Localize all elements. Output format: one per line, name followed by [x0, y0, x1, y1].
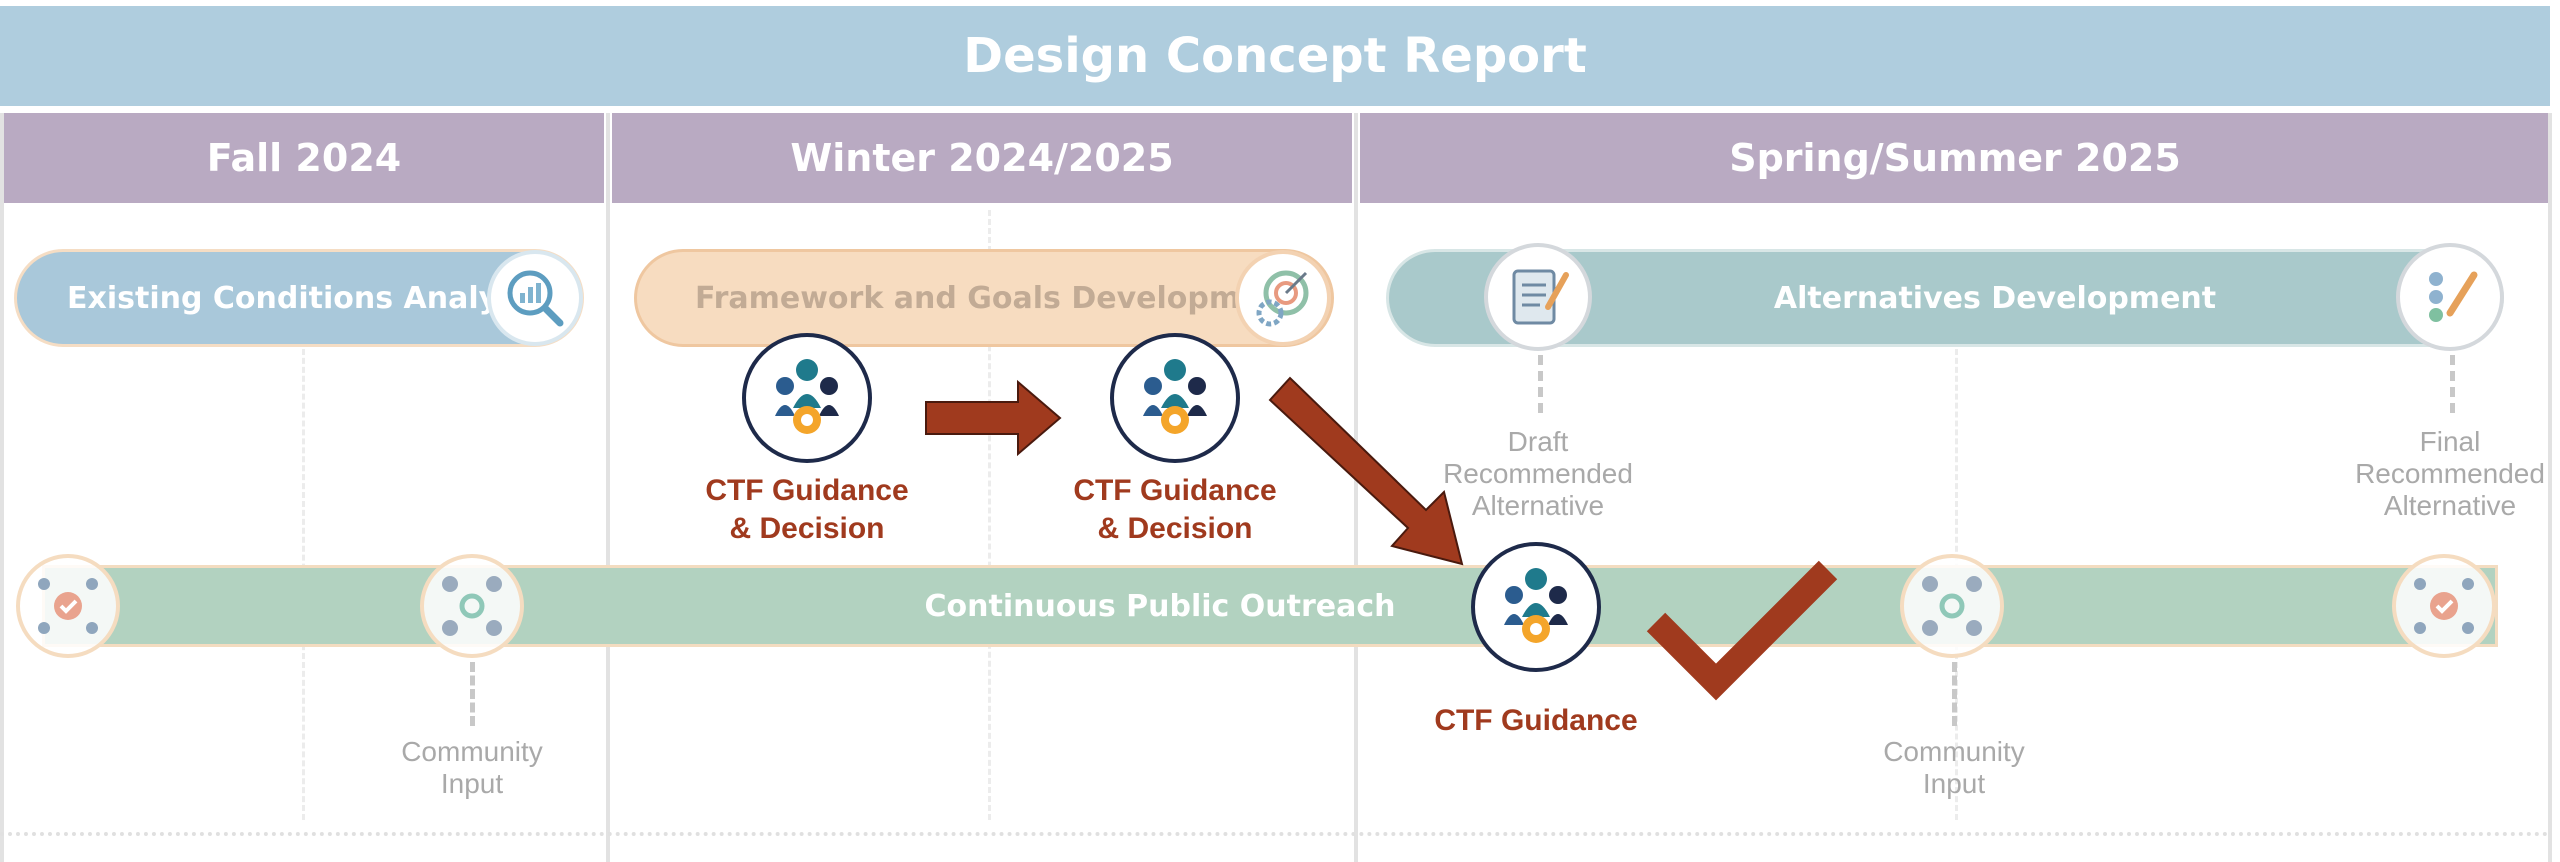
season-winter-2024-2025: Winter 2024/2025	[612, 113, 1352, 203]
ctf-guidance-decision-label: CTF Guidance & Decision	[1073, 474, 1277, 545]
checklist-pencil-icon	[1484, 243, 1592, 351]
milestone-connector	[1952, 662, 1957, 726]
phase-existing-conditions: Existing Conditions Analysis	[14, 249, 584, 347]
diagonal-arrow-icon	[1268, 376, 1464, 566]
team-gear-icon	[742, 333, 872, 463]
column-divider	[606, 113, 610, 862]
right-arrow-icon	[925, 379, 1062, 457]
milestone-connector	[1538, 355, 1543, 413]
milestone-draft-recommended: Draft Recommended Alternative	[1443, 426, 1633, 521]
analysis-magnifier-icon	[487, 250, 583, 346]
phase-label: Alternatives Development	[1773, 280, 2217, 316]
column-divider	[1354, 113, 1358, 862]
season-spring-summer-2025: Spring/Summer 2025	[1360, 113, 2550, 203]
milestone-final-recommended: Final Recommended Alternative	[2355, 426, 2545, 521]
phase-label: Framework and Goals Development	[695, 280, 1297, 316]
column-divider	[2548, 113, 2552, 862]
ctf-guidance-label: CTF Guidance	[1434, 704, 1638, 737]
community-engagement-icon	[2392, 554, 2496, 658]
phase-framework-goals: Framework and Goals Development	[634, 249, 1334, 347]
milestone-connector	[2450, 355, 2455, 413]
milestone-connector	[470, 662, 475, 726]
milestone-community-input: Community Input	[1883, 736, 2025, 799]
community-network-icon	[420, 554, 524, 658]
team-gear-icon	[1110, 333, 1240, 463]
ctf-guidance-decision-label: CTF Guidance & Decision	[705, 474, 909, 545]
bottom-dotted-line	[0, 832, 2550, 836]
checklist-pencil-icon	[2396, 243, 2504, 351]
phase-label: Continuous Public Outreach	[924, 588, 1396, 624]
column-divider	[0, 113, 4, 862]
target-gear-icon	[1235, 250, 1331, 346]
team-gear-icon	[1471, 542, 1601, 672]
milestone-community-input: Community Input	[401, 736, 543, 799]
checkmark-icon	[1646, 560, 1838, 701]
phase-label: Existing Conditions Analysis	[67, 280, 545, 316]
report-title: Design Concept Report	[0, 6, 2550, 106]
grid-guide	[988, 210, 991, 820]
community-engagement-icon	[16, 554, 120, 658]
community-network-icon	[1900, 554, 2004, 658]
season-fall-2024: Fall 2024	[4, 113, 604, 203]
